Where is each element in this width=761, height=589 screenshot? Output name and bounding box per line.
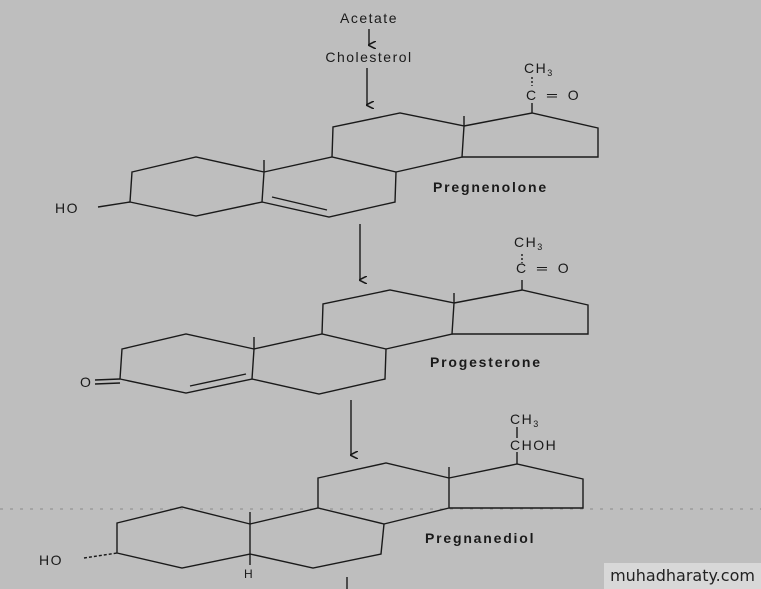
hydroxyl-bond (97, 201, 131, 208)
ring-c (331, 112, 465, 173)
ring-a (129, 156, 265, 217)
carbonyl-label: C ═ O (526, 87, 580, 103)
keto-label: O (80, 374, 92, 390)
ring-b (251, 333, 387, 395)
hydroxyl-label: HO (55, 200, 79, 216)
carbonyl-label: C ═ O (516, 260, 570, 276)
ring-d (462, 112, 599, 158)
hydrogen-label: H (244, 567, 254, 581)
ring-d (448, 463, 584, 509)
double-bond (271, 196, 328, 211)
hydroxyl-bond (83, 552, 118, 559)
keto-bond (94, 382, 121, 385)
ring-d (452, 289, 589, 335)
pregnenolone-structure: HO CH3 C ═ O Pregnenolone (55, 60, 599, 218)
keto-bond (94, 378, 121, 381)
ring-c (321, 289, 455, 350)
methyl-label: CH3 (524, 60, 554, 78)
methyl-label: CH3 (514, 234, 544, 252)
watermark: muhadharaty.com (604, 563, 761, 589)
methyl-label: CH3 (510, 411, 540, 429)
pregnenolone-label: Pregnenolone (433, 179, 548, 195)
hydroxyl-label: HO (39, 552, 63, 568)
acetate-label: Acetate (340, 10, 398, 26)
pregnanediol-structure: HO H CH3 CHOH Pregnanediol (39, 411, 584, 581)
double-bond (189, 373, 247, 387)
chohl-label: CHOH (510, 437, 557, 453)
progesterone-structure: O CH3 C ═ O Progesterone (80, 234, 589, 395)
cholesterol-label: Cholesterol (325, 49, 412, 65)
ring-c (317, 462, 450, 525)
ring-a (116, 506, 251, 569)
ring-a (119, 333, 255, 394)
pregnanediol-label: Pregnanediol (425, 530, 535, 546)
ring-b (249, 507, 385, 569)
progesterone-label: Progesterone (430, 354, 542, 370)
ring-b (261, 156, 397, 218)
